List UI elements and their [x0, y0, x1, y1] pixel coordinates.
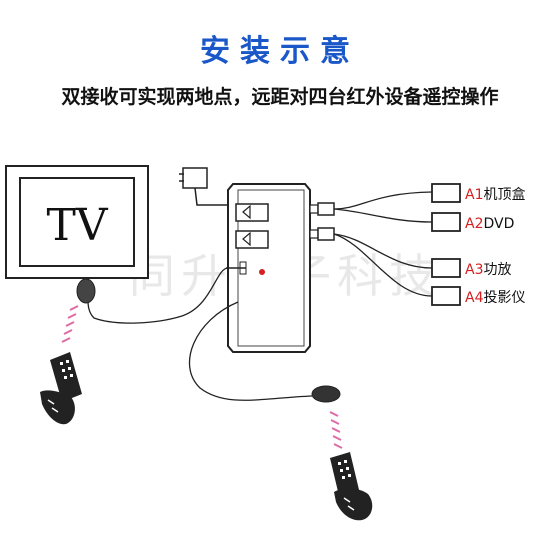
device-a1-prefix: A1 — [465, 187, 483, 203]
svg-text:A3功放: A3功放 — [465, 262, 511, 278]
device-a4-name: 投影仪 — [483, 290, 525, 306]
device-a2-prefix: A2 — [465, 216, 483, 232]
device-a3-prefix: A3 — [465, 262, 483, 278]
signal-waves-bottom — [329, 411, 343, 449]
device-a1: A1机顶盒 — [431, 183, 525, 203]
emitter-cables — [333, 191, 433, 297]
device-a2: A2DVD — [431, 212, 514, 232]
device-a4: A4投影仪 — [431, 286, 525, 306]
device-a4-prefix: A4 — [465, 290, 484, 306]
signal-waves-left — [61, 305, 79, 343]
svg-text:A1机顶盒: A1机顶盒 — [465, 186, 525, 203]
device-a3-name: 功放 — [483, 262, 511, 278]
ir-receiver-icon — [76, 267, 229, 324]
tv-label: TV — [46, 200, 108, 251]
tv-icon: TV — [5, 165, 149, 279]
svg-text:A2DVD: A2DVD — [465, 216, 514, 232]
page-subtitle: 双接收可实现两地点，远距对四台红外设备遥控操作 — [61, 86, 499, 108]
device-a3: A3功放 — [431, 258, 511, 278]
page-title: 安装示意 — [200, 34, 360, 69]
remote-hand-icon-2 — [330, 452, 373, 521]
ir-extender-hub — [226, 183, 335, 353]
status-led — [259, 269, 265, 275]
power-adapter-icon — [179, 167, 238, 206]
device-a2-name: DVD — [483, 216, 514, 232]
remote-hand-icon — [40, 352, 82, 425]
device-a1-name: 机顶盒 — [483, 186, 525, 203]
svg-text:A4投影仪: A4投影仪 — [465, 290, 525, 306]
ir-receiver-icon-2 — [188, 301, 341, 403]
